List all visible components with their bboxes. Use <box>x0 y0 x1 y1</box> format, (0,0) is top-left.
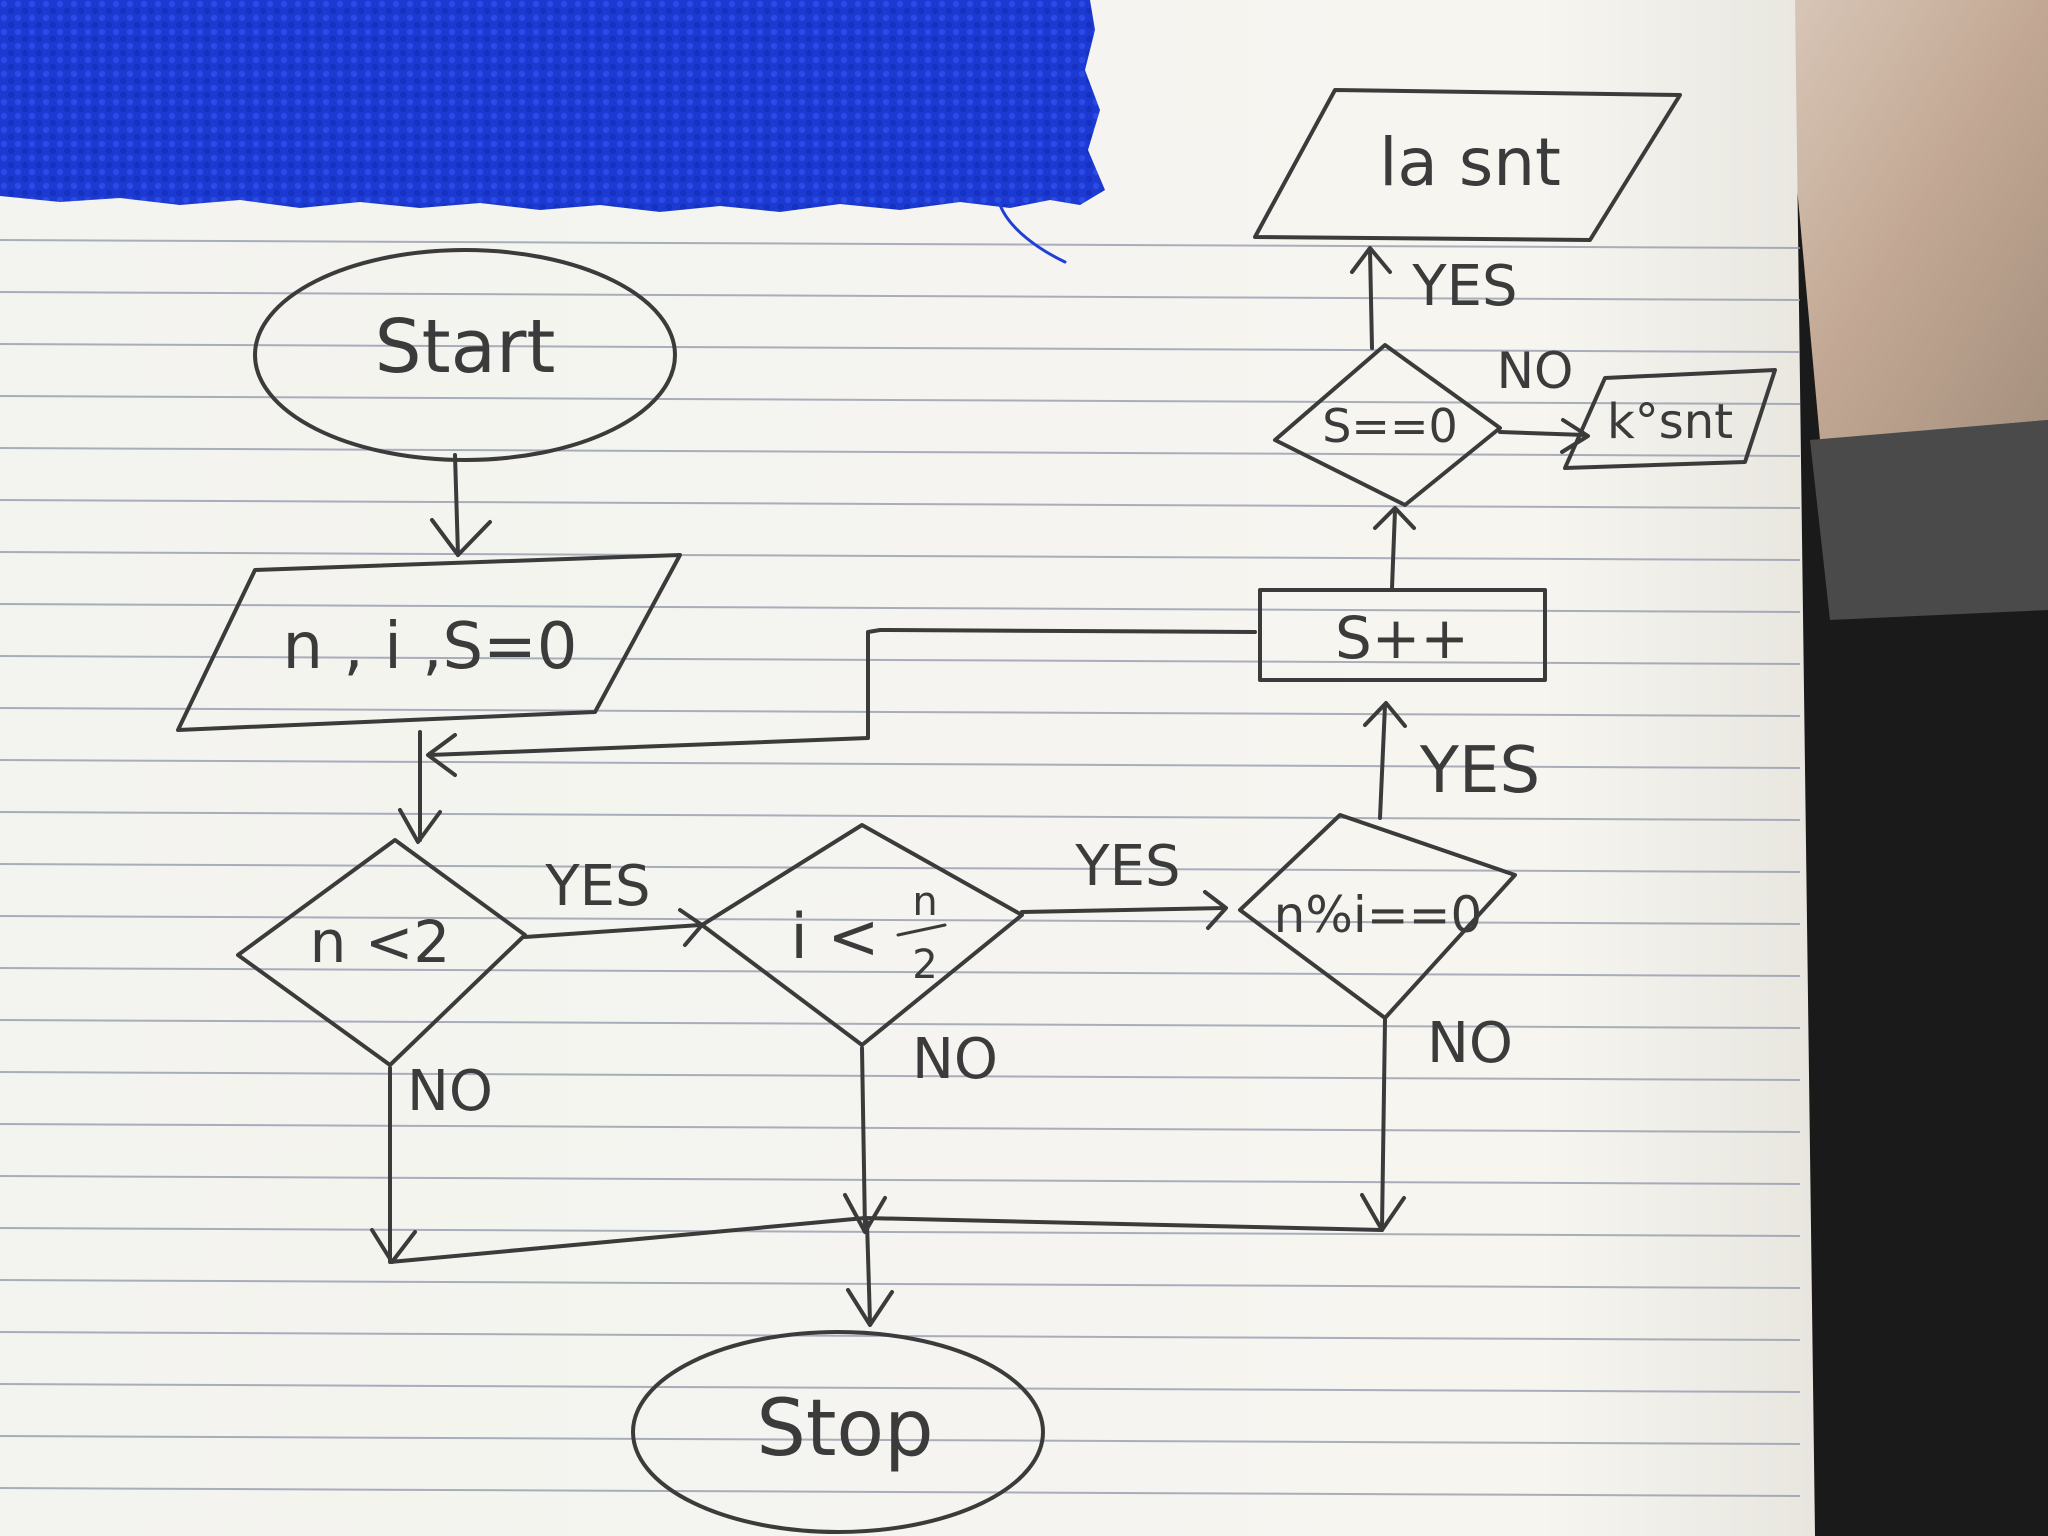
input-label: n , i ,S=0 <box>282 610 577 684</box>
table-wood-area <box>1780 0 2048 440</box>
incr-s-label: S++ <box>1335 604 1469 672</box>
label-cond1-no: NO <box>407 1059 493 1124</box>
edge-cond4-yes <box>1368 248 1374 350</box>
incr-s-node: S++ <box>1258 588 1547 682</box>
output-not-prime-node: k°snt <box>1563 368 1777 470</box>
cond-i-lt-half-node: i < n 2 <box>700 823 1024 1047</box>
ruled-line <box>0 1383 1801 1393</box>
ruled-line <box>0 655 1801 665</box>
input-node: n , i ,S=0 <box>176 553 682 732</box>
arrowhead-incr-cond4 <box>1373 506 1416 530</box>
output-prime-node: la snt <box>1253 88 1682 242</box>
ruled-line <box>0 707 1801 717</box>
edge-loop-back <box>428 628 1257 757</box>
flowchart: Start n , i ,S=0 n <2 YES NO <box>176 88 1777 1534</box>
edge-start-input <box>453 453 460 557</box>
ruled-line <box>0 1227 1801 1237</box>
blue-cloth <box>0 0 1105 212</box>
label-cond2-no: NO <box>912 1027 998 1092</box>
arrowhead-cond2-yes <box>1203 890 1228 930</box>
cond-s-zero-node: S==0 <box>1273 343 1502 507</box>
arrowhead-cond4-yes <box>1350 246 1392 274</box>
label-cond4-no: NO <box>1497 342 1574 400</box>
label-cond2-yes: YES <box>1074 834 1180 899</box>
stop-node: Stop <box>631 1330 1045 1534</box>
ruled-line <box>0 759 1801 769</box>
edge-merge-to-stop <box>865 1220 872 1324</box>
notebook-paper <box>0 0 1815 1536</box>
cond-s-zero-label: S==0 <box>1322 399 1458 453</box>
ruled-line <box>0 1123 1801 1133</box>
table-gray-edge <box>1810 420 2048 620</box>
edge-merge <box>388 1216 1384 1264</box>
arrowhead-cond2-no <box>843 1193 887 1234</box>
ruled-line <box>0 343 1801 353</box>
ruled-line <box>0 447 1801 457</box>
ruled-line <box>0 967 1801 977</box>
ruled-line <box>0 915 1801 925</box>
fraction-bar <box>896 923 947 937</box>
edge-cond3-no <box>1380 1018 1387 1230</box>
cond-i-lt-half-numerator: n <box>912 879 937 925</box>
cloth-thread <box>998 203 1067 264</box>
ruled-line <box>0 1435 1801 1445</box>
output-prime-label: la snt <box>1379 124 1561 201</box>
ruled-line <box>0 291 1801 301</box>
edge-cond2-no <box>860 1046 867 1232</box>
edge-incr-cond4 <box>1390 508 1397 590</box>
ruled-line <box>0 395 1801 405</box>
ruled-line <box>0 499 1801 509</box>
label-cond3-yes: YES <box>1419 734 1540 808</box>
label-cond4-yes: YES <box>1411 254 1517 319</box>
ruled-line <box>0 603 1801 613</box>
cond-mod-node: n%i==0 <box>1238 813 1517 1020</box>
cond-n-lt-2-label: n <2 <box>310 908 451 976</box>
arrowhead-loop-back <box>426 733 457 777</box>
output-not-prime-label: k°snt <box>1607 394 1733 450</box>
cond-i-lt-half-denominator: 2 <box>912 942 937 988</box>
cond-i-lt-half-label: i < <box>791 900 880 973</box>
edge-cond3-yes <box>1378 703 1387 820</box>
ruled-line <box>0 811 1801 821</box>
ruled-line <box>0 239 1801 249</box>
stop-label: Stop <box>756 1384 933 1474</box>
cond-n-lt-2-node: n <2 <box>236 838 527 1067</box>
cond-mod-label: n%i==0 <box>1274 886 1483 944</box>
arrowhead-stop <box>846 1288 894 1327</box>
edge-cond4-no <box>1498 430 1587 437</box>
ruled-line <box>0 1279 1801 1289</box>
arrowhead-input-cond1 <box>398 808 442 844</box>
ruled-line <box>0 1487 1801 1497</box>
start-label: Start <box>375 304 556 390</box>
start-node: Start <box>253 248 677 462</box>
ruled-line <box>0 1019 1801 1029</box>
ruled-line <box>0 1175 1801 1185</box>
ruled-line <box>0 1071 1801 1081</box>
label-cond3-no: NO <box>1427 1011 1513 1076</box>
arrowhead-cond3-yes <box>1363 701 1407 728</box>
ruled-line <box>0 551 1801 561</box>
edge-cond2-yes <box>1020 906 1227 914</box>
arrowhead-cond4-no <box>1560 418 1590 454</box>
edge-cond1-yes <box>523 923 702 939</box>
label-cond1-yes: YES <box>544 854 650 919</box>
arrowhead-start-input <box>430 518 492 557</box>
